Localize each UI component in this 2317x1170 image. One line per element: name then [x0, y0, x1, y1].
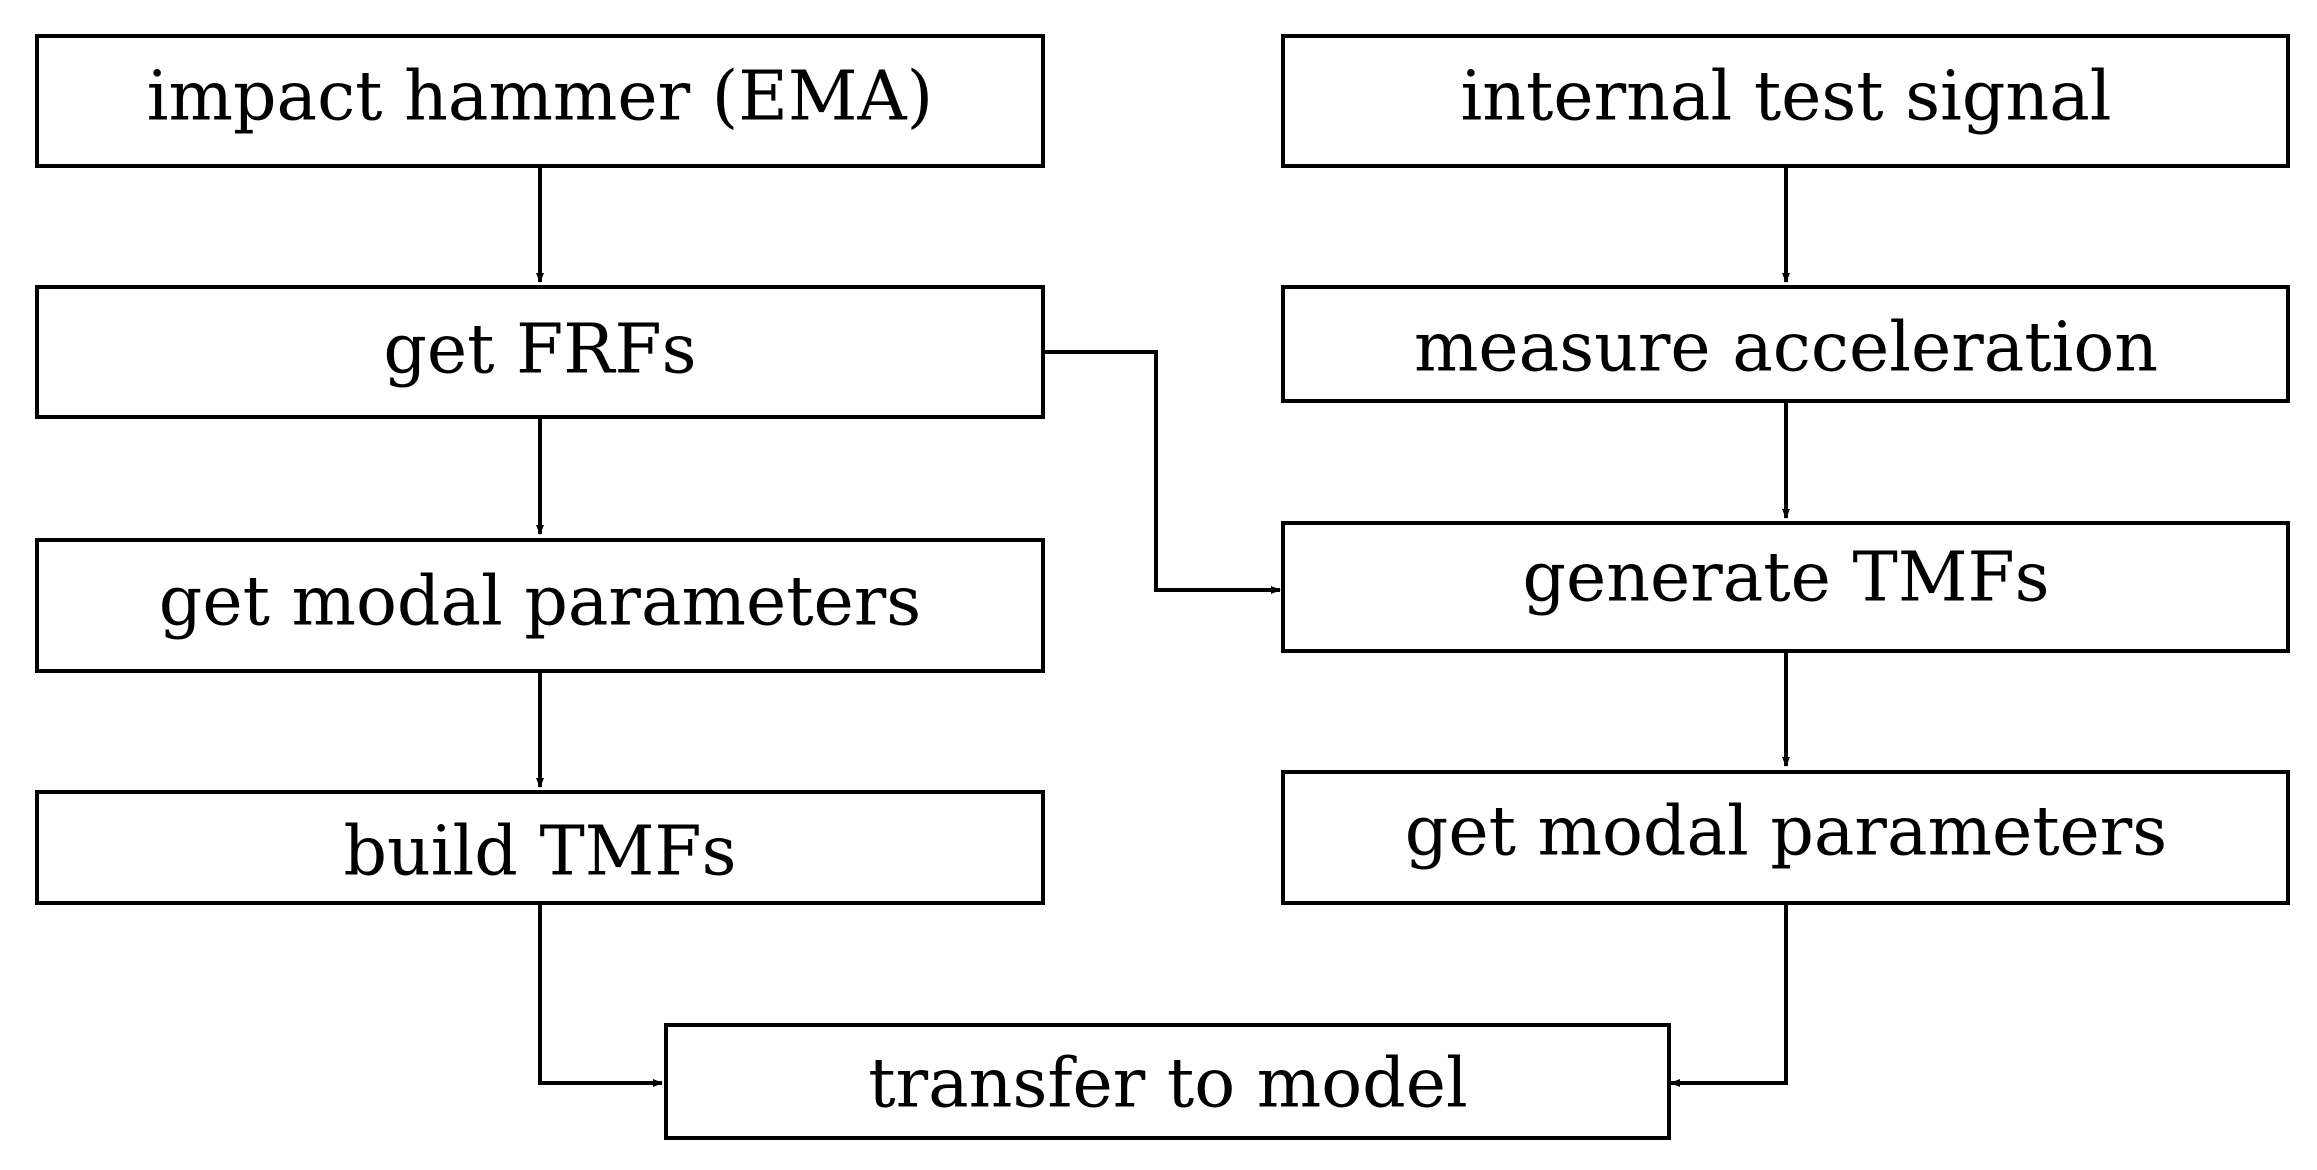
- node-get-frfs: get FRFs: [35, 285, 1045, 419]
- node-measure-acceleration: measure acceleration: [1281, 285, 2290, 403]
- node-box: [1281, 521, 2290, 653]
- node-get-modal-parameters-left: get modal parameters: [35, 538, 1045, 673]
- node-get-modal-parameters-right: get modal parameters: [1281, 770, 2290, 905]
- edge-build-tmfs-to-transfer-to-model: [538, 904, 663, 1087]
- nodes: impact hammer (EMA) get FRFs get modal p…: [35, 34, 2290, 1140]
- node-build-tmfs: build TMFs: [35, 790, 1045, 905]
- node-box: [664, 1023, 1671, 1140]
- node-box: [1281, 770, 2290, 905]
- node-label: get FRFs: [383, 311, 696, 390]
- edges: [536, 167, 1790, 1087]
- node-internal-test-signal: internal test signal: [1281, 34, 2290, 168]
- node-box: [35, 790, 1045, 905]
- node-transfer-to-model: transfer to model: [664, 1023, 1671, 1140]
- node-label: internal test signal: [1461, 58, 2112, 137]
- edge-get-frfs-to-generate-tmfs: [1045, 350, 1281, 594]
- node-label: get modal parameters: [159, 563, 921, 642]
- node-generate-tmfs: generate TMFs: [1281, 521, 2290, 653]
- node-box: [35, 34, 1045, 168]
- node-box: [35, 285, 1045, 419]
- node-box: [1281, 34, 2290, 168]
- node-impact-hammer: impact hammer (EMA): [35, 34, 1045, 168]
- node-box: [1281, 285, 2290, 403]
- node-label: measure acceleration: [1414, 309, 2158, 388]
- node-label: impact hammer (EMA): [147, 58, 933, 137]
- edge-get-modal-parameters-right-to-transfer-to-model: [1670, 904, 1788, 1087]
- node-label: get modal parameters: [1405, 793, 2167, 872]
- node-label: generate TMFs: [1522, 539, 2049, 618]
- node-label: build TMFs: [343, 813, 736, 892]
- node-box: [35, 538, 1045, 673]
- node-label: transfer to model: [868, 1045, 1467, 1124]
